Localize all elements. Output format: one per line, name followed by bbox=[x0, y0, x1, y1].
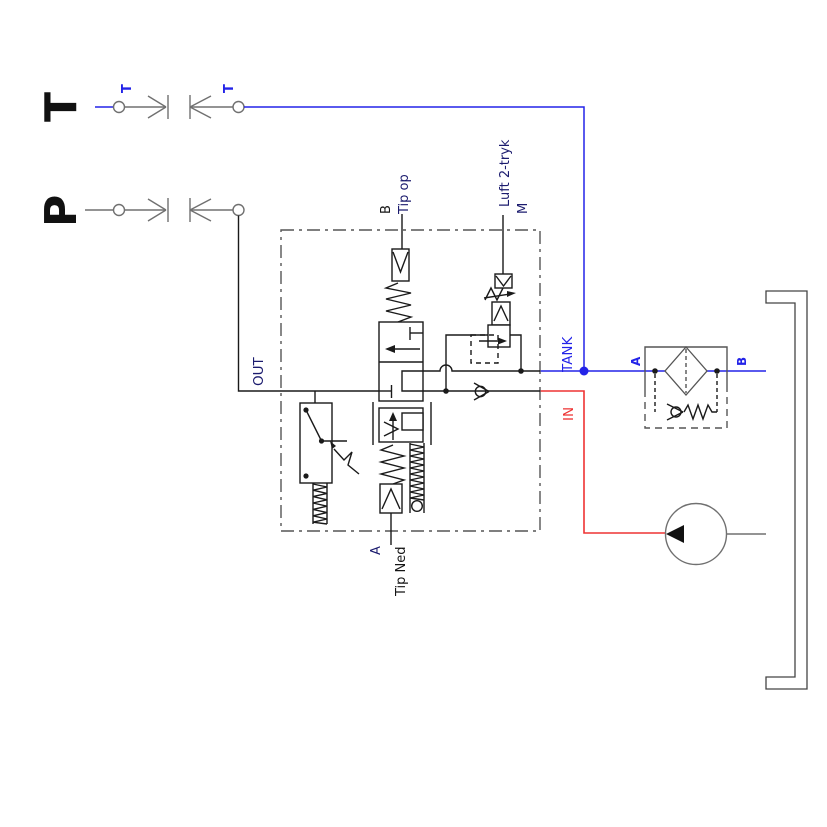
internal-inlet-line bbox=[423, 388, 540, 394]
quick-coupling-t-icon: T T bbox=[95, 84, 245, 119]
port-letter-t: T bbox=[36, 92, 87, 122]
tank-line-junction-dot bbox=[579, 366, 589, 376]
coupling-label-t2: T bbox=[222, 84, 237, 93]
relief-valve-icon bbox=[445, 215, 522, 391]
b-port-label: B bbox=[379, 205, 394, 214]
coupling-label-t1: T bbox=[120, 84, 135, 93]
tank-reservoir-icon bbox=[765, 290, 808, 690]
inlet-check-valve-icon bbox=[473, 382, 490, 401]
tip-up-label: Tip op bbox=[397, 174, 412, 215]
spring-plunger-column-icon bbox=[409, 443, 425, 513]
filter-port-b-label: B bbox=[735, 357, 749, 366]
pressure-switch-icon bbox=[299, 402, 360, 525]
internal-tank-line bbox=[423, 364, 540, 374]
main-spool-valve-icon bbox=[378, 321, 424, 402]
valve-block-boundary bbox=[280, 229, 541, 532]
pilot-throttle-section-icon bbox=[372, 402, 432, 445]
inlet-pressure-line bbox=[540, 390, 665, 534]
tip-down-label: Tip Ned bbox=[394, 546, 409, 597]
filter-icon: A B bbox=[629, 346, 749, 429]
tank-line-label: TANK bbox=[560, 335, 576, 373]
filter-port-a-label: A bbox=[629, 356, 643, 366]
out-supply-line bbox=[237, 215, 379, 403]
tip-down-check-valve-icon bbox=[378, 444, 407, 545]
air-two-pressure-label: Luft 2-tryk bbox=[498, 139, 513, 207]
m-port-label: M bbox=[516, 203, 531, 214]
pump-icon bbox=[664, 502, 766, 566]
port-letter-p: P bbox=[36, 195, 87, 227]
quick-coupling-p-icon bbox=[85, 198, 245, 222]
tip-up-check-valve-icon bbox=[383, 214, 414, 323]
inlet-line-label: IN bbox=[561, 407, 577, 421]
a-port-label: A bbox=[369, 546, 384, 555]
out-port-label: OUT bbox=[251, 356, 267, 386]
